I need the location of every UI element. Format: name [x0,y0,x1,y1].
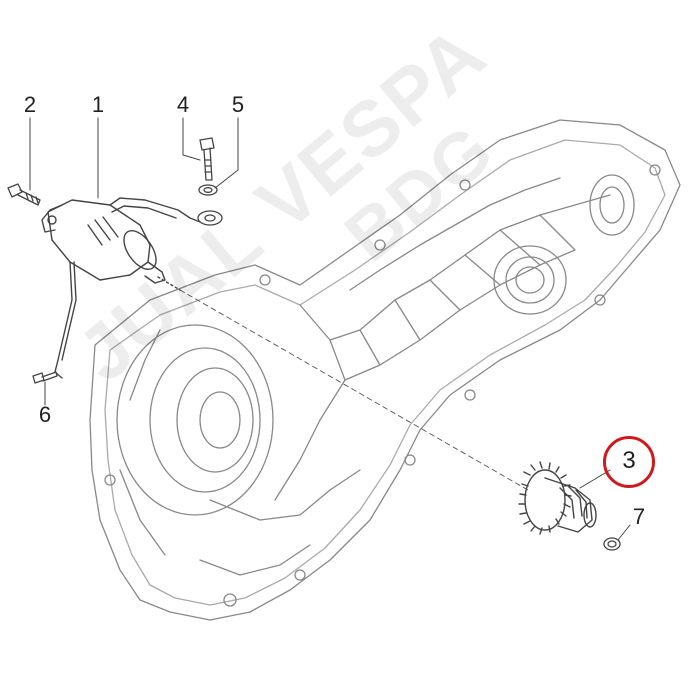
callout-part-5: 5 [231,92,245,117]
starter-gear-part-3 [518,461,597,535]
bolt-part-4 [199,137,215,181]
callout-part-6: 6 [38,402,52,427]
crankcase [89,119,681,621]
washer-part-5 [197,184,223,226]
callout-part-3: 3 [622,447,636,474]
callout-part-2: 2 [23,92,37,117]
assembly-axis-line [179,289,529,491]
callout-part-7: 7 [632,504,646,529]
callout-part-1: 1 [91,92,105,117]
screw-part-6 [32,371,58,384]
starter-motor [41,197,201,379]
bolt-part-2 [7,183,41,206]
snap-ring-part-7 [603,537,621,551]
highlight-ring [603,436,655,488]
callout-part-4: 4 [176,92,190,117]
